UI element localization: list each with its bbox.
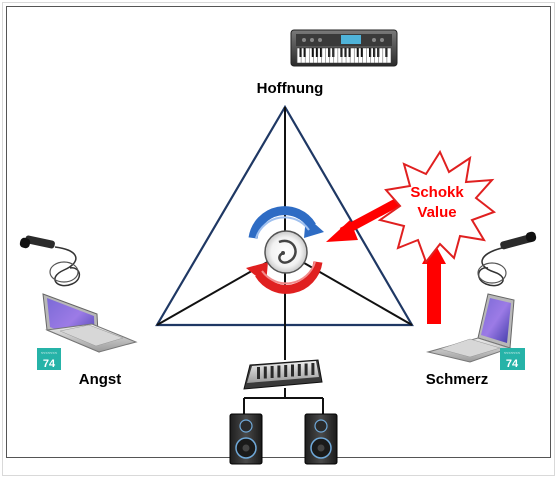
keyboard-black-key: [315, 48, 319, 57]
right-microphone-icon: [477, 231, 537, 287]
keyboard-black-key: [340, 48, 343, 57]
label-angst: Angst: [79, 371, 122, 388]
right-speaker-icon: [304, 413, 338, 465]
red-arrow-to-center: [326, 198, 401, 242]
left-badge-top: <<<<<<<: [41, 350, 58, 355]
keyboard-black-key: [303, 48, 306, 57]
left-logo-badge: <<<<<<< 74: [37, 348, 61, 370]
keyboard-black-key: [377, 48, 380, 57]
keyboard-black-key: [299, 48, 302, 57]
mixer-fader: [277, 365, 281, 378]
mixer-fader: [311, 363, 315, 375]
synthesizer-keyboard-icon: [290, 29, 398, 67]
left-laptop-icon: [42, 293, 138, 353]
left-speaker-icon: [229, 413, 263, 465]
schokk-value-burst: Schokk Value: [377, 149, 497, 265]
keyboard-black-key: [385, 48, 388, 57]
keyboard-black-key: [360, 48, 364, 57]
left-microphone-icon: [19, 235, 81, 287]
keyboard-black-key: [311, 48, 314, 57]
mixer-fader: [297, 364, 301, 376]
mixer-fader: [304, 363, 308, 376]
keyboard-keys: [296, 48, 388, 63]
keyboard-black-key: [348, 48, 351, 57]
right-logo-badge: <<<<<<< 74: [500, 348, 525, 370]
mixer-faders: [257, 363, 315, 379]
mixer-fader: [263, 366, 267, 379]
mixer-fader: [257, 367, 260, 379]
burst-line-2: Value: [417, 204, 456, 221]
label-hoffnung: Hoffnung: [257, 80, 324, 97]
keyboard-black-key: [356, 48, 359, 57]
mixer-fader: [291, 364, 294, 377]
keyboard-black-key: [332, 48, 335, 57]
burst-line-1: Schokk: [410, 184, 464, 201]
keyboard-black-key: [328, 48, 331, 57]
keyboard-black-key: [319, 48, 323, 57]
right-laptop-icon: [426, 293, 515, 363]
mixer-fader: [270, 366, 274, 378]
keyboard-black-key: [344, 48, 347, 57]
right-badge-number: 74: [506, 358, 519, 370]
keyboard-black-key: [373, 48, 376, 57]
label-schmerz: Schmerz: [426, 371, 489, 388]
cycle-arrows-icon: [246, 206, 324, 294]
left-badge-number: 74: [43, 358, 56, 370]
audio-mixer-icon: [243, 359, 323, 390]
keyboard-black-key: [368, 48, 372, 57]
mixer-fader: [284, 365, 288, 377]
right-badge-top: <<<<<<<: [504, 350, 521, 355]
